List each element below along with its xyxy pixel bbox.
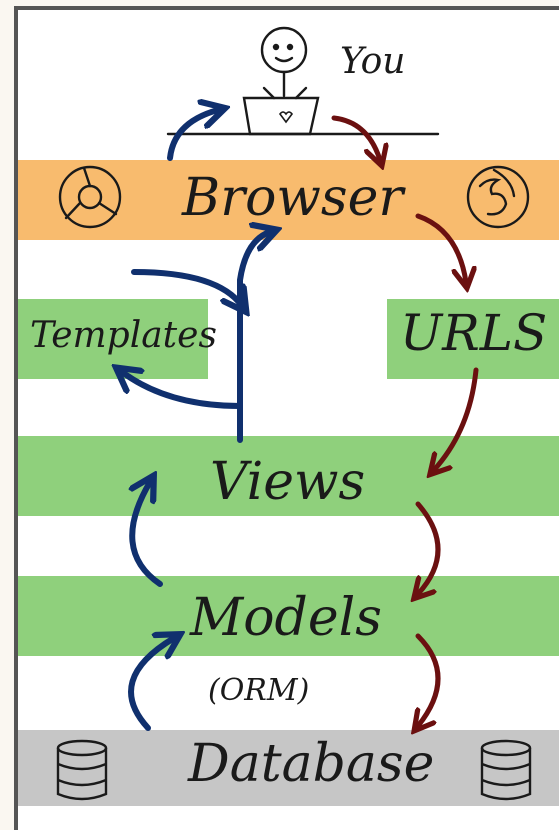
templates-label: Templates: [30, 315, 217, 356]
models-band: [18, 576, 559, 656]
views-band: [18, 436, 559, 516]
database-label: Database: [188, 734, 435, 794]
arrow-database-to-models: [128, 638, 174, 731]
diagram-drawing: [56, 26, 532, 801]
arrow-urls-to-views: [434, 367, 479, 470]
database-icon: [56, 739, 108, 801]
arrow-you-to-browser: [331, 115, 380, 160]
arrow-browser-to-you: [167, 110, 218, 161]
django-flow-diagram: You Browser Templates URLS Views Models …: [14, 6, 559, 830]
browser-label: Browser: [182, 168, 404, 228]
orm-label: (ORM): [208, 673, 310, 708]
arrow-browser-to-urls: [415, 213, 466, 282]
arrow-views-to-templates: [122, 372, 243, 409]
database-icon: [480, 739, 532, 801]
arrow-views-to-models: [418, 501, 441, 594]
urls-label: URLS: [400, 304, 548, 362]
arrow-templates-to-views: [131, 269, 242, 306]
firefox-icon: [466, 165, 530, 229]
arrow-views-to-browser: [237, 232, 270, 443]
urls-band: [387, 299, 559, 379]
views-label: Views: [210, 452, 366, 512]
person-at-laptop-icon: [166, 26, 440, 136]
you-label: You: [340, 41, 406, 82]
chrome-icon: [58, 165, 122, 229]
models-label: Models: [190, 588, 382, 648]
arrow-models-to-database: [418, 633, 441, 726]
database-band: [18, 730, 559, 806]
arrow-models-to-views: [132, 482, 163, 587]
